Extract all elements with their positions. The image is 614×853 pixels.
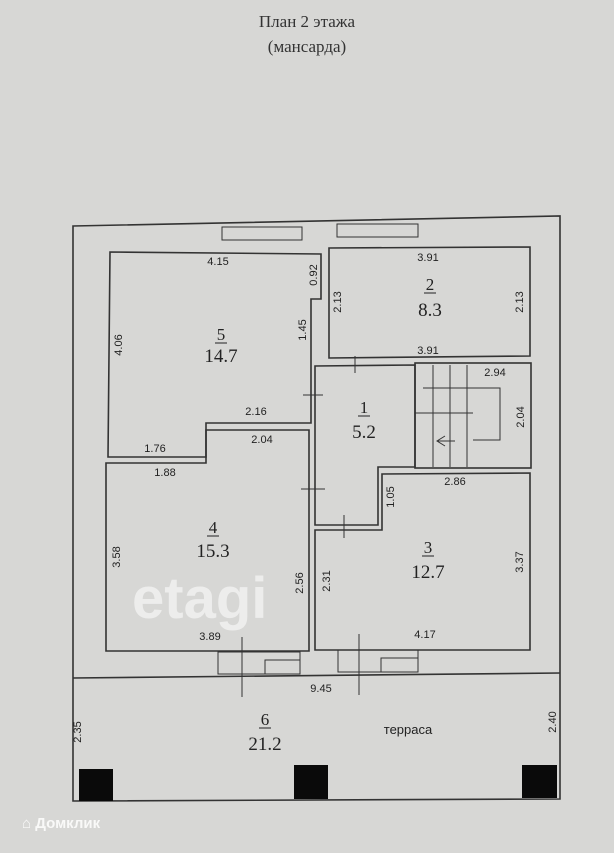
room-3-number: 3 bbox=[424, 538, 433, 557]
brand-name: Домклик bbox=[35, 815, 101, 832]
room-2-outline bbox=[328, 246, 531, 359]
room-3-outline bbox=[314, 472, 531, 651]
pillar bbox=[79, 769, 113, 801]
room-4-area: 15.3 bbox=[196, 541, 229, 562]
dim: 4.17 bbox=[414, 629, 435, 641]
dim: 2.04 bbox=[515, 406, 527, 427]
dim: 1.88 bbox=[154, 467, 175, 479]
dim: 1.45 bbox=[297, 319, 309, 340]
dim: 2.16 bbox=[245, 406, 266, 418]
windows bbox=[217, 223, 419, 675]
room-4-outline bbox=[105, 429, 310, 652]
room-4-number: 4 bbox=[209, 518, 218, 537]
outer-wall bbox=[72, 215, 561, 802]
room-5-area: 14.7 bbox=[204, 346, 237, 367]
room-2-area: 8.3 bbox=[418, 300, 442, 321]
room-1-number: 1 bbox=[360, 398, 369, 417]
door-marks bbox=[241, 356, 360, 697]
room-2-number: 2 bbox=[426, 275, 435, 294]
room-5-outline bbox=[107, 251, 322, 458]
dim: 9.45 bbox=[310, 683, 331, 695]
dim: 2.13 bbox=[514, 291, 526, 312]
plan-title: План 2 этажа bbox=[258, 12, 356, 31]
plan-subtitle: (мансарда) bbox=[267, 37, 347, 56]
dim: 2.04 bbox=[251, 434, 272, 446]
dim: 1.76 bbox=[144, 443, 165, 455]
dim: 2.40 bbox=[547, 711, 559, 732]
stairs-outline bbox=[414, 362, 532, 469]
room-5-number: 5 bbox=[217, 325, 226, 344]
terrace-line bbox=[72, 672, 561, 679]
dim: 3.91 bbox=[417, 345, 438, 357]
room-6-number: 6 bbox=[261, 710, 270, 729]
pillar bbox=[294, 765, 328, 799]
dim: 4.15 bbox=[207, 256, 228, 268]
room-3-area: 12.7 bbox=[411, 562, 444, 583]
room-1-outline bbox=[314, 364, 416, 526]
dim: 2.31 bbox=[321, 570, 333, 591]
dim: 3.89 bbox=[199, 631, 220, 643]
dim: 3.91 bbox=[417, 252, 438, 264]
dim: 4.06 bbox=[113, 334, 125, 355]
dim: 3.37 bbox=[514, 551, 526, 572]
pillar bbox=[522, 765, 557, 798]
room-1-area: 5.2 bbox=[352, 422, 376, 443]
dim: 2.13 bbox=[332, 291, 344, 312]
watermark: etagi bbox=[132, 566, 267, 631]
dim: 2.56 bbox=[294, 572, 306, 593]
dim: 2.86 bbox=[444, 476, 465, 488]
dim: 0.92 bbox=[308, 264, 320, 285]
dim: 3.58 bbox=[111, 546, 123, 567]
room-6-area: 21.2 bbox=[248, 734, 281, 755]
terrace-label: терраса bbox=[384, 722, 433, 737]
dim: 2.94 bbox=[484, 367, 505, 379]
dim: 1.05 bbox=[385, 486, 397, 507]
stairs-steps bbox=[415, 365, 501, 467]
dim: 2.35 bbox=[72, 721, 84, 742]
brand-logo: ⌂ Домклик bbox=[22, 815, 101, 832]
